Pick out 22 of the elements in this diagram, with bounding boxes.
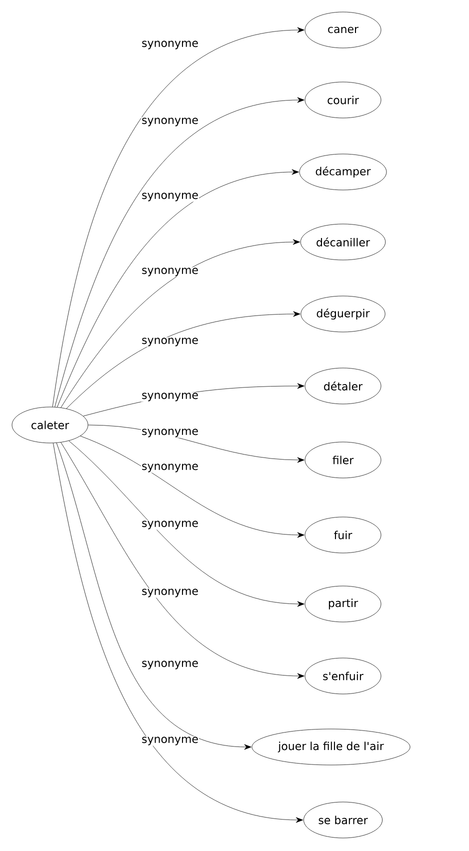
edge-label: synonyme bbox=[141, 40, 199, 50]
arrow bbox=[60, 239, 300, 408]
edge-label: synonyme bbox=[141, 117, 199, 127]
arrow bbox=[68, 440, 304, 607]
edge-label: synonyme bbox=[141, 392, 199, 402]
edge-label: synonyme bbox=[141, 267, 199, 277]
edge-label: synonyme bbox=[141, 736, 199, 746]
edge-label: synonyme bbox=[141, 660, 199, 670]
edge-label: synonyme bbox=[141, 337, 199, 347]
arrow bbox=[80, 436, 304, 538]
arrow bbox=[52, 27, 304, 408]
edge-label: synonyme bbox=[141, 192, 199, 202]
arrow bbox=[66, 311, 300, 409]
arrow bbox=[57, 169, 299, 408]
arrow bbox=[56, 442, 252, 750]
edge-label: synonyme bbox=[141, 463, 199, 473]
arrow bbox=[53, 442, 304, 823]
arrow bbox=[54, 97, 304, 408]
arrow bbox=[60, 442, 304, 679]
edge-label: synonyme bbox=[141, 588, 199, 598]
edge-label: synonyme bbox=[141, 428, 199, 438]
edge-label: synonyme bbox=[141, 520, 199, 530]
